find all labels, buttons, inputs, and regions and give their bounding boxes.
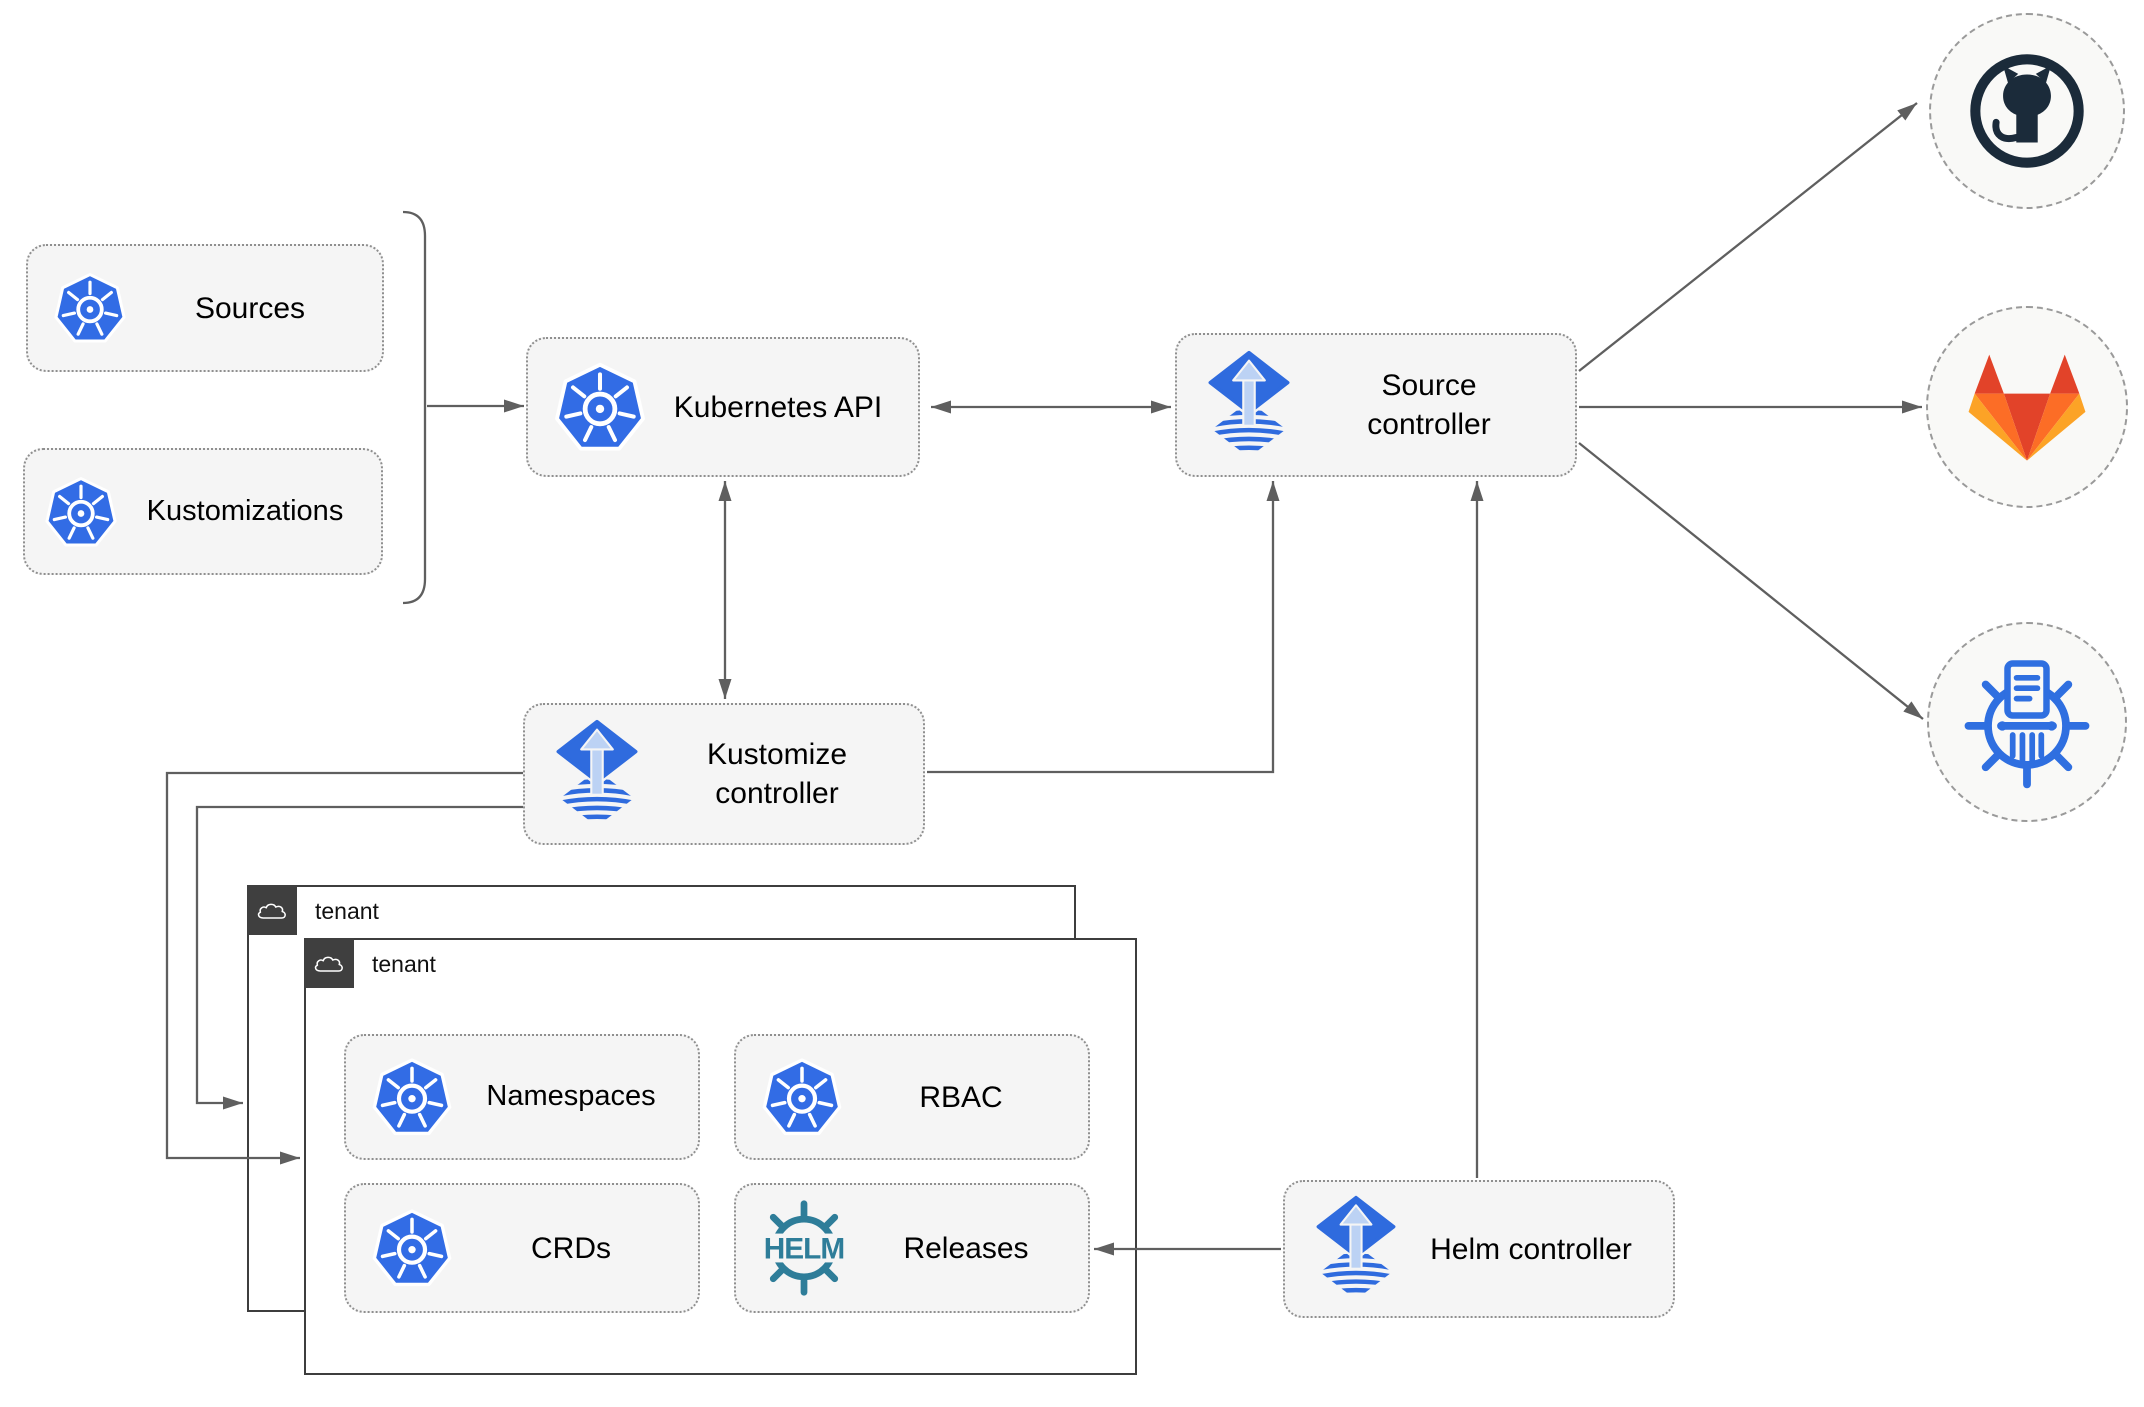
node-label: CRDs bbox=[531, 1231, 611, 1265]
kubernetes-icon bbox=[760, 1055, 844, 1139]
node-label: Source controller bbox=[1293, 366, 1575, 444]
kubernetes-icon bbox=[370, 1206, 454, 1290]
helm-icon: HELM bbox=[764, 1200, 845, 1296]
kubernetes-icon bbox=[552, 359, 648, 455]
edge-kustomize-controller-to-source-controller bbox=[927, 481, 1280, 774]
flux-icon bbox=[553, 719, 641, 830]
node-label: Helm controller bbox=[1399, 1230, 1673, 1269]
cloud-icon bbox=[312, 952, 346, 975]
node-helm-controller: Helm controller bbox=[1283, 1180, 1675, 1318]
tenant-tab bbox=[247, 885, 297, 935]
kubernetes-icon bbox=[43, 474, 119, 550]
node-label: Kustomizations bbox=[146, 494, 344, 527]
node-label: Kustomize controller bbox=[641, 735, 923, 813]
github-icon bbox=[1964, 48, 2090, 174]
node-kustomizations: Kustomizations bbox=[23, 448, 383, 575]
node-label: Namespaces bbox=[486, 1080, 656, 1113]
node-source-controller: Source controller bbox=[1175, 333, 1577, 477]
node-releases: HELM Releases bbox=[734, 1183, 1090, 1313]
node-label: Releases bbox=[903, 1231, 1029, 1265]
cloud-icon bbox=[255, 899, 289, 922]
chartmuseum-icon bbox=[1962, 653, 2092, 791]
flux-icon bbox=[1313, 1195, 1399, 1303]
edge-source-controller-to-github bbox=[1578, 102, 1918, 372]
node-crds: CRDs bbox=[344, 1183, 700, 1313]
tenant-label: tenant bbox=[315, 898, 379, 924]
kubernetes-icon bbox=[370, 1055, 454, 1139]
node-label-text: Helm controller bbox=[1430, 1232, 1632, 1266]
kubernetes-icon bbox=[52, 270, 128, 346]
external-github bbox=[1929, 13, 2125, 209]
edge-source-controller-to-chartmuseum bbox=[1578, 442, 1924, 720]
node-kubernetes-api: Kubernetes API bbox=[526, 337, 920, 477]
bracket-sources-kustomizations bbox=[402, 210, 427, 605]
external-gitlab bbox=[1926, 306, 2128, 508]
node-label: Kubernetes API bbox=[673, 390, 883, 424]
flux-icon bbox=[1205, 350, 1293, 461]
node-label: RBAC bbox=[919, 1080, 1003, 1114]
node-kustomize-controller: Kustomize controller bbox=[523, 703, 925, 845]
tenant-tab bbox=[304, 938, 354, 988]
node-sources: Sources bbox=[26, 244, 384, 372]
node-label-text: Kustomize controller bbox=[706, 738, 848, 810]
node-label: Sources bbox=[194, 291, 306, 325]
gitlab-icon bbox=[1966, 351, 2088, 463]
helm-wordmark: HELM bbox=[764, 1233, 845, 1266]
external-chartmuseum bbox=[1927, 622, 2127, 822]
node-rbac: RBAC bbox=[734, 1034, 1090, 1160]
tenant-label: tenant bbox=[372, 951, 436, 977]
node-namespaces: Namespaces bbox=[344, 1034, 700, 1160]
node-label-text: Source controller bbox=[1367, 369, 1491, 441]
